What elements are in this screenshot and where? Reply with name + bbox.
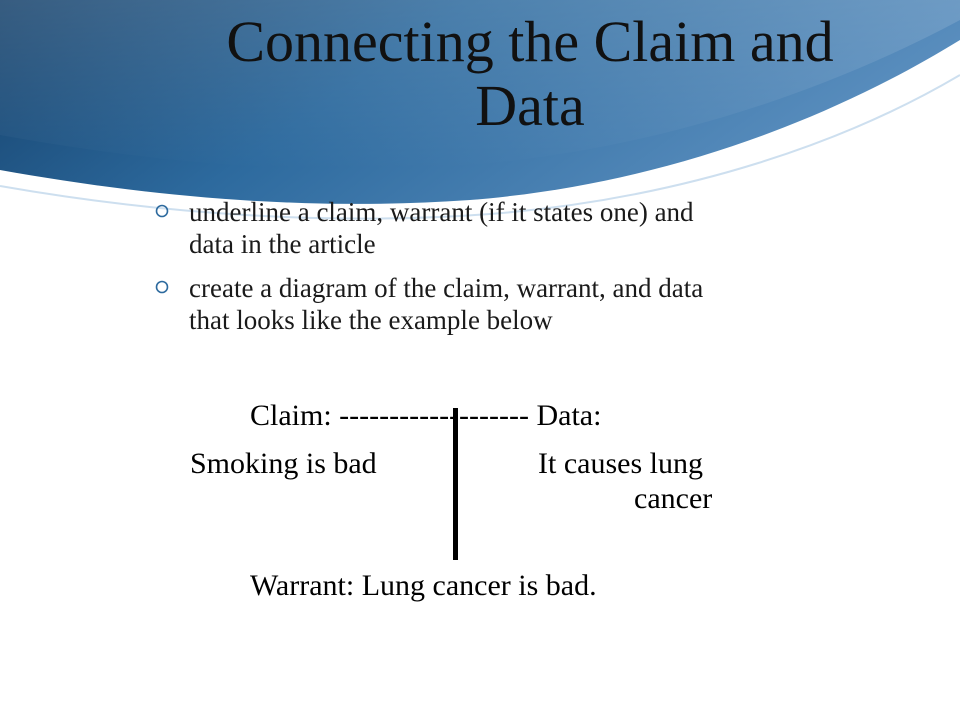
bullet-text-line: underline a claim, warrant (if it states… <box>189 197 694 227</box>
circle-bullet-icon <box>155 204 169 218</box>
diagram-data-text-line-1: It causes lung <box>538 447 703 480</box>
bullet-text-line: that looks like the example below <box>189 305 553 335</box>
diagram-data-text-line-2: cancer <box>634 482 713 515</box>
title-line-1: Connecting the Claim and <box>226 9 834 74</box>
diagram-claim-label: Claim: ------------------- Data: <box>250 399 602 432</box>
slide-title: Connecting the Claim and Data <box>120 10 940 138</box>
diagram-vertical-line <box>453 408 458 560</box>
title-line-2: Data <box>475 73 585 138</box>
circle-bullet-icon <box>155 280 169 294</box>
diagram-warrant: Warrant: Lung cancer is bad. <box>250 569 597 602</box>
bullet-list: underline a claim, warrant (if it states… <box>155 196 875 348</box>
bullet-item: underline a claim, warrant (if it states… <box>155 196 875 260</box>
bullet-item: create a diagram of the claim, warrant, … <box>155 272 875 336</box>
header-background <box>0 0 960 220</box>
bullet-text-line: create a diagram of the claim, warrant, … <box>189 273 704 303</box>
bullet-text-line: data in the article <box>189 229 376 259</box>
diagram-claim-text: Smoking is bad <box>190 447 377 480</box>
